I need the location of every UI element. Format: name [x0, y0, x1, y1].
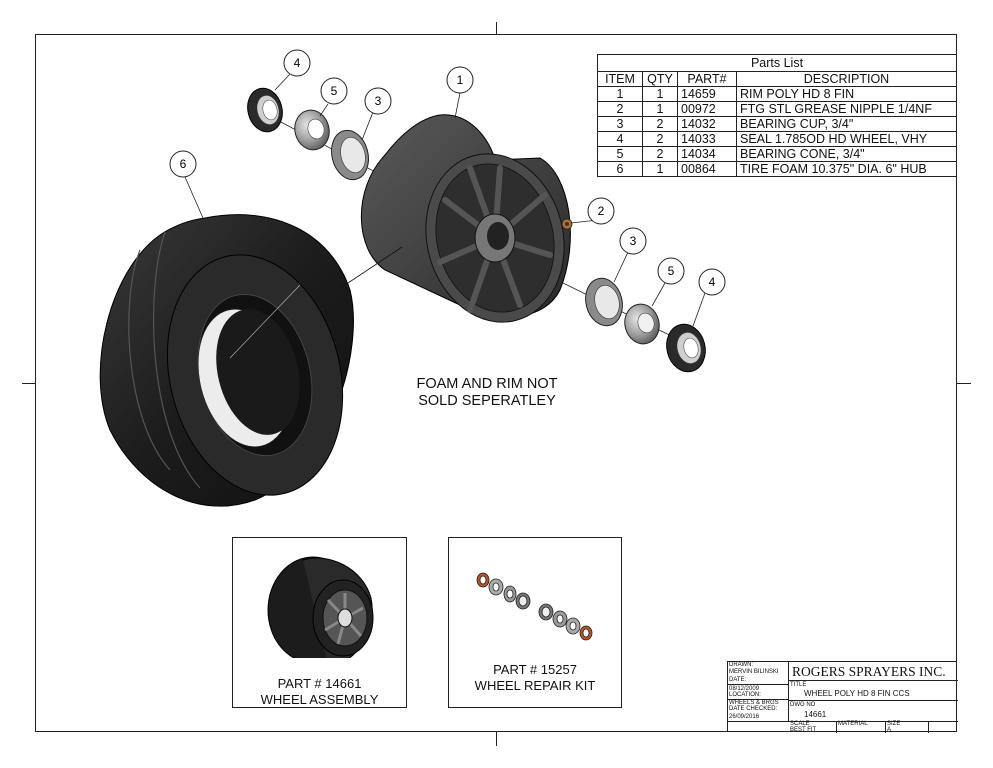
note-text: FOAM AND RIM NOT SOLD SEPERATLEY — [387, 376, 587, 410]
bearing-cup-right — [585, 277, 623, 327]
tb-dwg-value: 14661 — [804, 710, 827, 719]
balloon-5-left: 5 — [320, 77, 348, 105]
tb-title-value: WHEEL POLY HD 8 FIN CCS — [804, 689, 910, 698]
border-tick-right — [957, 383, 971, 384]
cell-description: SEAL 1.785OD HD WHEEL, VHY — [736, 131, 957, 147]
inset-kit-line-2: WHEEL REPAIR KIT — [474, 678, 596, 693]
tb-location-value: WHEELS & BRGS — [729, 700, 779, 706]
tb-size-label: SIZE — [887, 721, 901, 727]
inset-repair-kit: PART # 15257 WHEEL REPAIR KIT — [448, 537, 622, 708]
title-block: DRAWN: MERVIN BILINSKI DATE: 08/12/2009 … — [727, 661, 958, 733]
tb-material-label: MATERIAL — [838, 721, 868, 727]
seal-right — [666, 323, 706, 373]
cell-description: TIRE FOAM 10.375" DIA. 6" HUB — [736, 161, 957, 177]
tb-drawn-value: MERVIN BILINSKI — [729, 669, 779, 675]
cell-part: 14033 — [677, 131, 737, 147]
balloon-3-right: 3 — [619, 227, 647, 255]
balloon-3-left-label: 3 — [375, 94, 382, 108]
inset-wheel-assembly: PART # 14661 WHEEL ASSEMBLY — [232, 537, 407, 708]
balloon-2-label: 2 — [598, 204, 605, 218]
cell-part: 00864 — [677, 161, 737, 177]
border-tick-bottom — [496, 732, 497, 746]
tb-date-label: DATE: — [729, 677, 747, 683]
tire-foam — [99, 214, 354, 507]
border-tick-top — [496, 22, 497, 34]
header-description: DESCRIPTION — [736, 71, 957, 87]
balloon-3-left: 3 — [364, 87, 392, 115]
tb-drawn-label: DRAWN: — [729, 662, 754, 668]
balloon-6-label: 6 — [180, 157, 187, 171]
balloon-3-right-label: 3 — [630, 234, 637, 248]
note-line-2: SOLD SEPERATLEY — [418, 393, 556, 409]
bearing-cup-left — [331, 129, 369, 181]
balloon-5-right-label: 5 — [668, 264, 675, 278]
tb-company: ROGERS SPRAYERS INC. — [792, 664, 946, 679]
tb-checked-value: 26/09/2016 — [729, 714, 760, 720]
border-tick-left — [22, 383, 35, 384]
seal-left — [247, 87, 283, 133]
bearing-cone-left — [294, 109, 330, 151]
tb-checked-label: DATE CHECKED: — [729, 706, 778, 712]
balloon-1-label: 1 — [457, 73, 464, 87]
tb-date-value: 08/12/2009 — [729, 686, 760, 692]
balloon-6: 6 — [169, 150, 197, 178]
tb-scale-value: BEST FIT — [790, 727, 817, 733]
tb-size-value: A — [887, 727, 892, 733]
cell-description: FTG STL GREASE NIPPLE 1/4NF — [736, 101, 957, 117]
repair-kit-image — [476, 572, 593, 641]
balloon-4-left-label: 4 — [294, 56, 301, 70]
bearing-cone-right — [624, 303, 660, 345]
rim — [341, 114, 571, 323]
balloon-1: 1 — [446, 66, 474, 94]
inset-assembly-line-1: PART # 14661 — [277, 676, 362, 691]
balloons: 1 2 3 4 5 6 3 5 4 — [169, 49, 726, 296]
balloon-5-left-label: 5 — [331, 84, 338, 98]
cell-description: RIM POLY HD 8 FIN — [736, 86, 957, 102]
header-item: ITEM — [597, 71, 643, 87]
inset-assembly-line-2: WHEEL ASSEMBLY — [260, 692, 379, 707]
balloon-5-right: 5 — [657, 257, 685, 285]
balloon-4-left: 4 — [283, 49, 311, 77]
inset-kit-line-1: PART # 15257 — [493, 662, 577, 677]
parts-list-header: ITEM QTY PART# DESCRIPTION — [597, 71, 957, 87]
leader-lines — [184, 73, 706, 327]
tb-scale-label: SCALE — [790, 721, 810, 727]
tb-title-label: TITLE — [790, 682, 807, 688]
cell-qty: 1 — [642, 161, 678, 177]
balloon-4-right: 4 — [698, 268, 726, 296]
drawing-border — [35, 34, 957, 732]
note-line-1: FOAM AND RIM NOT — [416, 376, 558, 392]
balloon-2: 2 — [587, 197, 615, 225]
tb-location-label: LOCATION: — [729, 692, 761, 698]
balloon-4-right-label: 4 — [709, 275, 716, 289]
grease-nipple — [561, 218, 573, 230]
wheel-assembly-image — [267, 556, 374, 658]
tb-dwg-label: DWG NO — [790, 702, 816, 708]
